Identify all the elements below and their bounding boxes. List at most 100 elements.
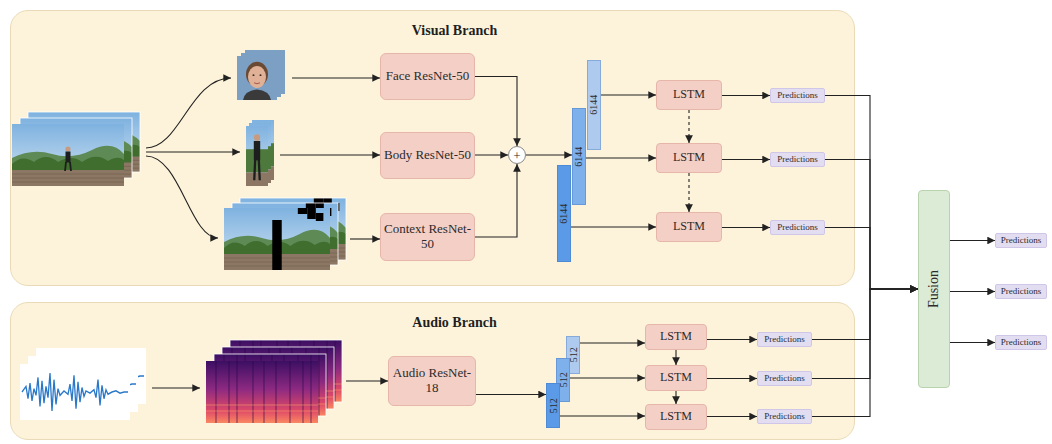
node-label: 512: [547, 398, 559, 413]
connector-arrow: [570, 377, 645, 378]
connector-arrow: [475, 164, 517, 237]
resnet-block: Audio ResNet-18: [388, 356, 476, 406]
frame-edge: [214, 354, 326, 416]
video-frame: [28, 112, 140, 172]
node-label: LSTM: [660, 410, 692, 424]
face-crop: [245, 50, 285, 94]
node-label: Context ResNet-50: [381, 222, 474, 252]
prediction-tag: Predictions: [770, 88, 825, 103]
video-frames: [12, 112, 140, 186]
node-label: 6144: [573, 147, 585, 167]
connector-arrow: [475, 154, 508, 155]
face-crops: [237, 50, 285, 100]
context-crop: [240, 198, 346, 260]
face-crop: [241, 53, 281, 97]
output-prediction: Predictions: [995, 233, 1047, 248]
input-arrow: [350, 238, 380, 239]
prediction-tag: Predictions: [770, 220, 825, 235]
video-frame: [12, 124, 124, 186]
connector-arrow: [688, 173, 689, 212]
connector-arrow: [825, 228, 918, 290]
connector-arrow: [675, 391, 676, 404]
spectrogram: [214, 354, 326, 416]
resnet-block: Face ResNet-50: [380, 53, 475, 100]
spectrogram: [222, 347, 334, 409]
connector-arrow: [707, 339, 757, 340]
node-label: LSTM: [660, 371, 692, 385]
frame-edge: [222, 347, 334, 409]
resnet-block: Context ResNet-50: [380, 213, 475, 261]
node-label: Predictions: [777, 90, 818, 100]
connector-arrow: [580, 342, 645, 343]
connector-arrow: [812, 289, 918, 379]
lstm-cell: LSTM: [656, 80, 722, 110]
input-arrow: [146, 156, 218, 238]
node-label: Body ResNet-50: [384, 148, 471, 163]
node-label: Predictions: [777, 222, 818, 232]
body-crop: [249, 123, 271, 183]
frame-edge: [20, 118, 132, 178]
connector-arrow: [526, 154, 572, 155]
node-label: Predictions: [777, 154, 818, 164]
connector-arrow: [675, 350, 676, 365]
feature-vector: 6144: [572, 108, 586, 205]
prediction-tag: Predictions: [757, 371, 812, 386]
spectrogram: [206, 361, 318, 423]
lstm-cell: LSTM: [645, 404, 707, 430]
connector-arrow: [688, 110, 689, 143]
connector-arrow: [812, 289, 918, 340]
output-prediction: Predictions: [995, 335, 1047, 350]
frame-edge: [230, 340, 342, 402]
connector-arrow: [722, 159, 770, 160]
lstm-cell: LSTM: [656, 212, 722, 242]
frame-edge: [232, 203, 338, 265]
node-label: Face ResNet-50: [386, 69, 469, 84]
input-arrow: [346, 380, 388, 381]
context-crops: [224, 198, 346, 270]
connector-arrow: [707, 416, 757, 417]
lstm-cell: LSTM: [645, 324, 707, 350]
face-crop: [237, 56, 277, 100]
video-frame: [20, 118, 132, 178]
frame-edge: [28, 112, 140, 172]
connector-arrow: [825, 160, 918, 290]
connector-arrow: [950, 240, 995, 241]
input-arrow: [146, 78, 231, 148]
output-prediction: Predictions: [995, 284, 1047, 299]
connector-arrow: [812, 289, 918, 417]
waveform: [20, 364, 130, 420]
spectrograms: [206, 340, 342, 423]
prediction-tag: Predictions: [757, 332, 812, 347]
node-label: 6144: [558, 204, 570, 224]
connector-arrow: [707, 378, 757, 379]
spectrogram: [230, 340, 342, 402]
body-crop: [246, 126, 268, 186]
feature-vector: 6144: [557, 165, 571, 262]
node-label: LSTM: [660, 330, 692, 344]
connector-arrow: [571, 226, 656, 227]
resnet-block: Body ResNet-50: [380, 132, 475, 179]
lstm-cell: LSTM: [645, 365, 707, 391]
connector-arrow: [722, 227, 770, 228]
waveform: [28, 356, 138, 412]
connector-arrow: [722, 95, 770, 96]
waveform: [36, 348, 146, 404]
connector-arrow: [476, 394, 546, 395]
prediction-tag: Predictions: [770, 152, 825, 167]
sum-node: +: [508, 146, 526, 164]
context-crop: [232, 203, 338, 265]
node-label: +: [513, 149, 520, 162]
feature-vector: 512: [546, 383, 560, 428]
input-arrow: [292, 77, 380, 78]
frame-edge: [240, 198, 346, 260]
input-arrow: [146, 151, 240, 152]
node-label: Predictions: [764, 334, 805, 344]
input-arrow: [280, 154, 380, 155]
connector-arrow: [950, 342, 995, 343]
connectors: [475, 77, 995, 417]
body-crops: [246, 120, 274, 186]
node-label: Audio ResNet-18: [389, 366, 475, 396]
connector-arrow: [601, 94, 656, 95]
prediction-tag: Predictions: [757, 409, 812, 424]
